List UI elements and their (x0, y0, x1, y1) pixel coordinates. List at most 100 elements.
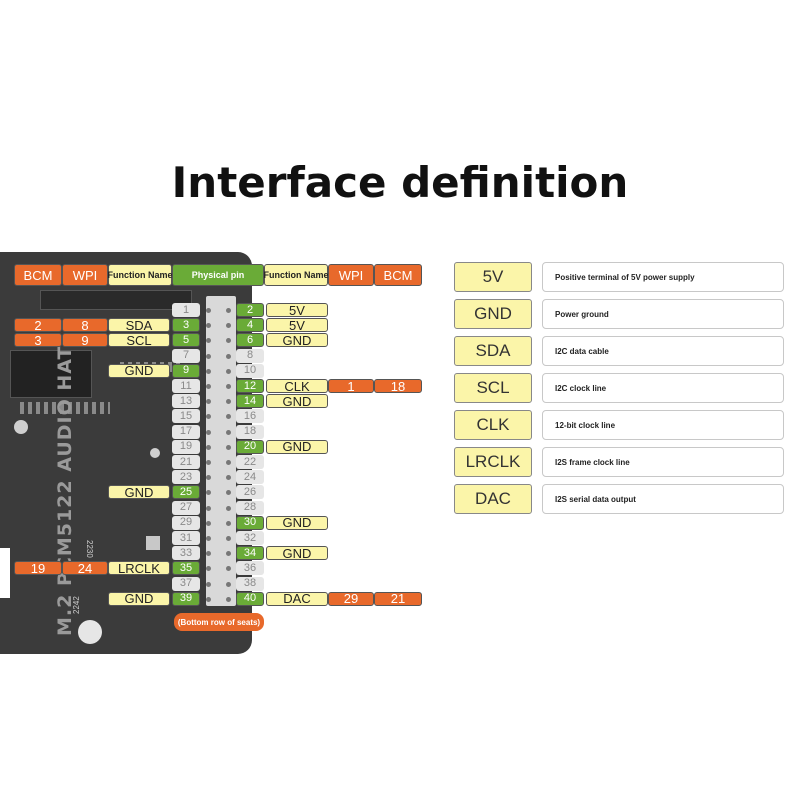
pin-bcm-label: 19 (14, 561, 62, 575)
legend-row: DAC I2S serial data output (454, 484, 784, 514)
header-right-function: Function Name (264, 264, 328, 286)
board-edge (0, 548, 10, 598)
physical-pin: 14 (236, 394, 264, 408)
physical-pin: 22 (236, 455, 264, 469)
legend-row: 5V Positive terminal of 5V power supply (454, 262, 784, 292)
pin-dot (226, 384, 231, 389)
legend-key: LRCLK (454, 447, 532, 477)
physical-pin: 38 (236, 577, 264, 591)
pin-dot (226, 308, 231, 313)
pin-header-strip (206, 296, 236, 606)
physical-pin: 26 (236, 485, 264, 499)
pin-bcm-label: 3 (14, 333, 62, 347)
header-right-bcm: BCM (374, 264, 422, 286)
pin-function-label: GND (108, 592, 170, 606)
physical-pin: 9 (172, 364, 200, 378)
legend-key: CLK (454, 410, 532, 440)
legend-description: I2S frame clock line (542, 447, 784, 477)
physical-pin: 19 (172, 440, 200, 454)
legend-description: I2C clock line (542, 373, 784, 403)
header-left-wpi: WPI (62, 264, 108, 286)
pin-dot (226, 354, 231, 359)
legend-key: SDA (454, 336, 532, 366)
physical-pin: 6 (236, 333, 264, 347)
physical-pin: 12 (236, 379, 264, 393)
legend-description: I2S serial data output (542, 484, 784, 514)
physical-pin: 31 (172, 531, 200, 545)
legend-row: SDA I2C data cable (454, 336, 784, 366)
physical-pin: 36 (236, 561, 264, 575)
legend-row: GND Power ground (454, 299, 784, 329)
pin-function-label: LRCLK (108, 561, 170, 575)
pin-dot (206, 521, 211, 526)
legend-description: Positive terminal of 5V power supply (542, 262, 784, 292)
pin-dot (206, 536, 211, 541)
physical-pin: 16 (236, 409, 264, 423)
physical-pin: 11 (172, 379, 200, 393)
physical-pin: 28 (236, 501, 264, 515)
pin-dot (206, 369, 211, 374)
header-left-function: Function Name (108, 264, 172, 286)
physical-pin: 3 (172, 318, 200, 332)
legend-key: 5V (454, 262, 532, 292)
pin-dot (226, 430, 231, 435)
physical-pin: 27 (172, 501, 200, 515)
physical-pin: 32 (236, 531, 264, 545)
pin-function-label: GND (108, 485, 170, 499)
pin-function-label: GND (108, 364, 170, 378)
board-capacitor (146, 536, 160, 550)
legend-description: I2C data cable (542, 336, 784, 366)
pin-wpi-label: 29 (328, 592, 374, 606)
physical-pin: 23 (172, 470, 200, 484)
pin-dot (226, 521, 231, 526)
legend-key: GND (454, 299, 532, 329)
board-label: M.2 PCM5122 AUDIO HAT (54, 346, 76, 636)
pin-dot (206, 582, 211, 587)
board-mounting-hole (14, 420, 28, 434)
legend-row: LRCLK I2S frame clock line (454, 447, 784, 477)
legend-key: DAC (454, 484, 532, 514)
physical-pin: 34 (236, 546, 264, 560)
pin-function-label: GND (266, 394, 328, 408)
physical-pin: 13 (172, 394, 200, 408)
pin-dot (226, 445, 231, 450)
physical-pin: 18 (236, 425, 264, 439)
pin-dot (226, 506, 231, 511)
page-title: Interface definition (0, 158, 800, 207)
physical-pin: 25 (172, 485, 200, 499)
physical-pin: 30 (236, 516, 264, 530)
pin-dot (226, 582, 231, 587)
pin-wpi-label: 9 (62, 333, 108, 347)
pin-function-label: CLK (266, 379, 328, 393)
physical-pin: 39 (172, 592, 200, 606)
pin-function-label: GND (266, 333, 328, 347)
physical-pin: 10 (236, 364, 264, 378)
physical-pin: 35 (172, 561, 200, 575)
board-chip (10, 350, 92, 398)
board-code: 2230 (85, 540, 94, 558)
physical-pin: 21 (172, 455, 200, 469)
legend-description: Power ground (542, 299, 784, 329)
pin-dot (206, 445, 211, 450)
pin-bcm-label: 18 (374, 379, 422, 393)
board-mounting-hole (78, 620, 102, 644)
header-left-bcm: BCM (14, 264, 62, 286)
pin-dot (226, 597, 231, 602)
pin-function-label: GND (266, 546, 328, 560)
pin-dot (206, 597, 211, 602)
physical-pin: 24 (236, 470, 264, 484)
pin-bcm-label: 2 (14, 318, 62, 332)
pin-dot (206, 460, 211, 465)
physical-pin: 17 (172, 425, 200, 439)
board-connector (40, 290, 192, 310)
pin-function-label: SCL (108, 333, 170, 347)
pin-function-label: GND (266, 516, 328, 530)
pin-dot (206, 354, 211, 359)
physical-pin: 1 (172, 303, 200, 317)
pin-wpi-label: 8 (62, 318, 108, 332)
pin-function-label: 5V (266, 303, 328, 317)
pin-dot (206, 308, 211, 313)
physical-pin: 40 (236, 592, 264, 606)
